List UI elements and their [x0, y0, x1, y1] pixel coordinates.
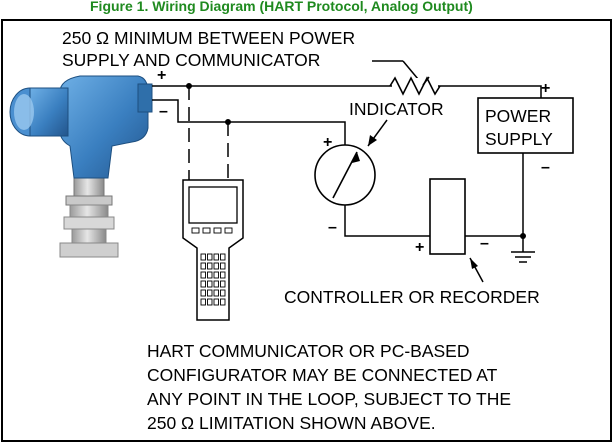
- power-supply-label-line1: POWER: [485, 106, 551, 126]
- communicator-function-key: [202, 227, 211, 234]
- footnote-line3: ANY POINT IN THE LOOP, SUBJECT TO THE: [147, 389, 511, 409]
- communicator-keypad-key: [207, 271, 213, 279]
- communicator-keypad-key: [200, 271, 206, 279]
- positive-loop-wire: [152, 85, 542, 98]
- indicator-leader-arrowhead: [368, 135, 377, 146]
- communicator-function-key: [191, 227, 200, 234]
- communicator-keypad-key: [207, 262, 213, 270]
- hart-communicator-illustration: [182, 179, 244, 321]
- communicator-keypad-key: [200, 298, 206, 306]
- communicator-keypad-key: [200, 262, 206, 270]
- controller-plus-sign: +: [415, 239, 424, 256]
- communicator-keypad-key: [200, 253, 206, 261]
- controller-leader-arrowhead: [470, 258, 478, 269]
- footnote-line2: CONFIGURATOR MAY BE CONNECTED AT: [147, 365, 498, 385]
- resistor-adjust-arrow: [422, 76, 430, 86]
- communicator-keypad-key: [207, 253, 213, 261]
- resistor-note-line2: SUPPLY AND COMMUNICATOR: [62, 50, 320, 70]
- power-supply-plus-sign: +: [541, 80, 550, 97]
- controller-minus-sign: –: [480, 235, 489, 252]
- resistor-symbol: [389, 76, 441, 96]
- communicator-keypad-key: [213, 271, 219, 279]
- indicator-needle: [332, 151, 358, 199]
- communicator-function-key: [213, 227, 222, 234]
- communicator-keypad-key: [220, 298, 226, 306]
- communicator-keypad-key: [200, 280, 206, 288]
- controller-recorder-box: [429, 178, 466, 255]
- indicator-plus-sign: +: [323, 134, 332, 151]
- communicator-keypad-key: [213, 298, 219, 306]
- resistor-note-line1: 250 Ω MINIMUM BETWEEN POWER: [62, 28, 355, 48]
- communicator-keypad-key: [200, 289, 206, 297]
- negative-loop-wire: [152, 99, 346, 145]
- communicator-keypad-key: [220, 262, 226, 270]
- transmitter-illustration: [9, 75, 153, 258]
- power-supply-label-line2: SUPPLY: [485, 129, 553, 149]
- communicator-keypad-key: [220, 289, 226, 297]
- figure-title: Figure 1. Wiring Diagram (HART Protocol,…: [90, 0, 473, 14]
- communicator-keypad-key: [220, 271, 226, 279]
- power-supply-minus-sign: –: [541, 159, 550, 176]
- indicator-needle-head: [352, 152, 360, 163]
- transmitter-plus-sign: +: [157, 67, 166, 84]
- communicator-keypad-key: [213, 280, 219, 288]
- communicator-keypad-key: [207, 289, 213, 297]
- communicator-keypad-key: [213, 262, 219, 270]
- communicator-keypad-key: [220, 280, 226, 288]
- indicator-label: INDICATOR: [349, 99, 444, 119]
- communicator-function-key: [224, 227, 233, 234]
- ground-symbol: [511, 236, 535, 263]
- communicator-keypad-key: [207, 280, 213, 288]
- communicator-keypad-key: [213, 289, 219, 297]
- controller-to-supply-wire: [465, 153, 524, 237]
- power-supply-box: [477, 97, 574, 154]
- controller-label: CONTROLLER OR RECORDER: [284, 287, 540, 307]
- communicator-keypad-key: [220, 253, 226, 261]
- figure-frame: [1, 19, 612, 442]
- communicator-keypad-key: [213, 253, 219, 261]
- footnote-line1: HART COMMUNICATOR OR PC-BASED: [147, 341, 470, 361]
- indicator-minus-sign: –: [328, 219, 337, 236]
- ground-junction-dot: [520, 233, 526, 239]
- footnote-line4: 250 Ω LIMITATION SHOWN ABOVE.: [147, 413, 436, 433]
- indicator-to-controller-wire: [344, 204, 430, 237]
- communicator-keypad-key: [207, 298, 213, 306]
- transmitter-minus-sign: –: [159, 103, 168, 120]
